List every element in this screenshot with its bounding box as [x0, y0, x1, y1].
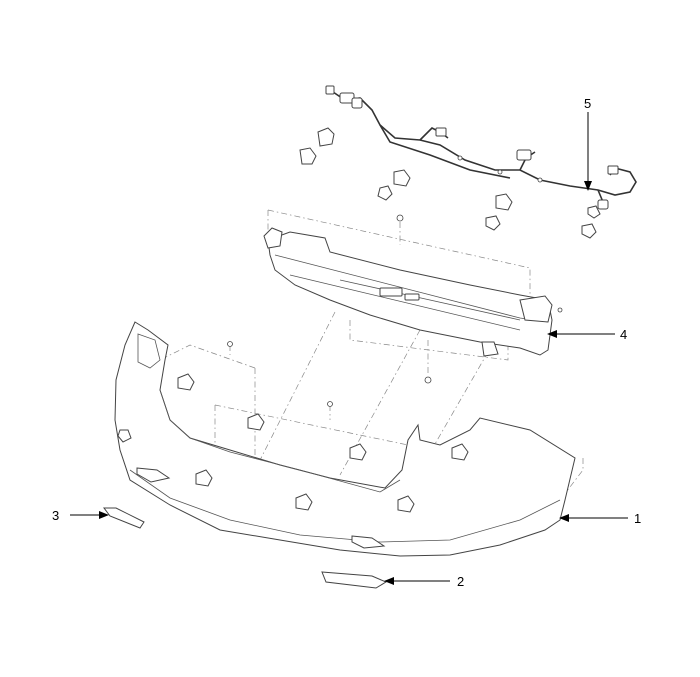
rear-bumper-beam: [227, 227, 563, 407]
cover-retainer-clips: [177, 373, 469, 513]
callout-label-4: 4: [620, 327, 627, 342]
callout-label-1: 1: [634, 511, 641, 526]
callout-leaders: [70, 112, 628, 585]
parking-sensor-set: [299, 127, 601, 239]
callout-label-5: 5: [584, 96, 591, 111]
callout-label-3: 3: [52, 508, 59, 523]
rear-bumper-cover: [114, 321, 576, 557]
rear-reflector-right: [321, 571, 388, 589]
parking-sensor-wiring-harness: [325, 85, 637, 210]
rear-reflector-left: [103, 507, 145, 529]
callout-label-2: 2: [457, 574, 464, 589]
